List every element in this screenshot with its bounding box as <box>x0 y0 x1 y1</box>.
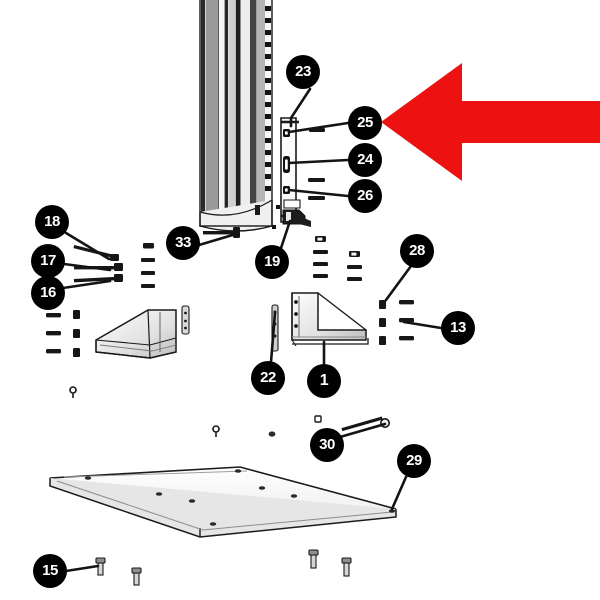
leader-13 <box>402 320 443 330</box>
leader-19 <box>279 219 292 250</box>
callout-24[interactable]: 24 <box>348 143 382 177</box>
leader-lines <box>61 87 443 573</box>
leader-16 <box>61 279 112 290</box>
callout-30[interactable]: 30 <box>310 428 344 462</box>
callout-29[interactable]: 29 <box>397 444 431 478</box>
callout-33[interactable]: 33 <box>166 226 200 260</box>
callout-23[interactable]: 23 <box>286 55 320 89</box>
fastener-stack-16-17-18 <box>46 313 61 354</box>
vertical-column-post <box>199 0 273 232</box>
fastener-stack-13-group <box>399 300 414 341</box>
red-highlight-arrow <box>381 63 600 181</box>
gusset-bracket-right-part-1 <box>291 292 369 347</box>
fastener-stack-28-group <box>379 300 386 345</box>
fastener-stack-mid-left <box>141 243 155 288</box>
callout-16[interactable]: 16 <box>31 276 65 310</box>
fastener-stack-19-group <box>313 236 328 278</box>
leader-29 <box>390 475 408 511</box>
base-plate-part-29 <box>49 431 397 538</box>
callout-26[interactable]: 26 <box>348 179 382 213</box>
callout-13[interactable]: 13 <box>441 311 475 345</box>
rail-lower-clamp <box>282 209 311 227</box>
callout-17[interactable]: 17 <box>31 244 65 278</box>
callout-18[interactable]: 18 <box>35 205 69 239</box>
leader-25 <box>287 121 350 134</box>
callout-15[interactable]: 15 <box>33 554 67 588</box>
anchor-bolt-3 <box>308 549 319 569</box>
leader-28 <box>384 264 413 302</box>
anchor-bolt-2 <box>131 567 142 586</box>
callout-28[interactable]: 28 <box>400 234 434 268</box>
leader-15 <box>64 564 100 573</box>
bolt-part-16 <box>73 274 123 283</box>
gusset-bracket-left <box>95 309 177 359</box>
anchor-bolt-4 <box>341 557 352 577</box>
callout-1[interactable]: 1 <box>307 364 341 398</box>
callout-25[interactable]: 25 <box>348 106 382 140</box>
leader-30 <box>338 422 387 439</box>
fastener-stack-26-group <box>347 251 362 281</box>
loose-washers <box>69 386 322 437</box>
leader-17 <box>62 262 112 272</box>
leader-26 <box>287 188 350 198</box>
floor-anchor-bolt-group <box>95 549 352 586</box>
fastener-stack-center-left <box>73 310 80 357</box>
leader-18 <box>64 231 111 261</box>
spacer-bar-left <box>181 305 190 335</box>
callout-22[interactable]: 22 <box>251 361 285 395</box>
leader-23 <box>289 87 312 128</box>
leader-33 <box>197 232 238 247</box>
anchor-bolt-1 <box>95 557 106 576</box>
callout-19[interactable]: 19 <box>255 245 289 279</box>
leader-24 <box>287 158 350 165</box>
leader-22 <box>269 311 277 364</box>
